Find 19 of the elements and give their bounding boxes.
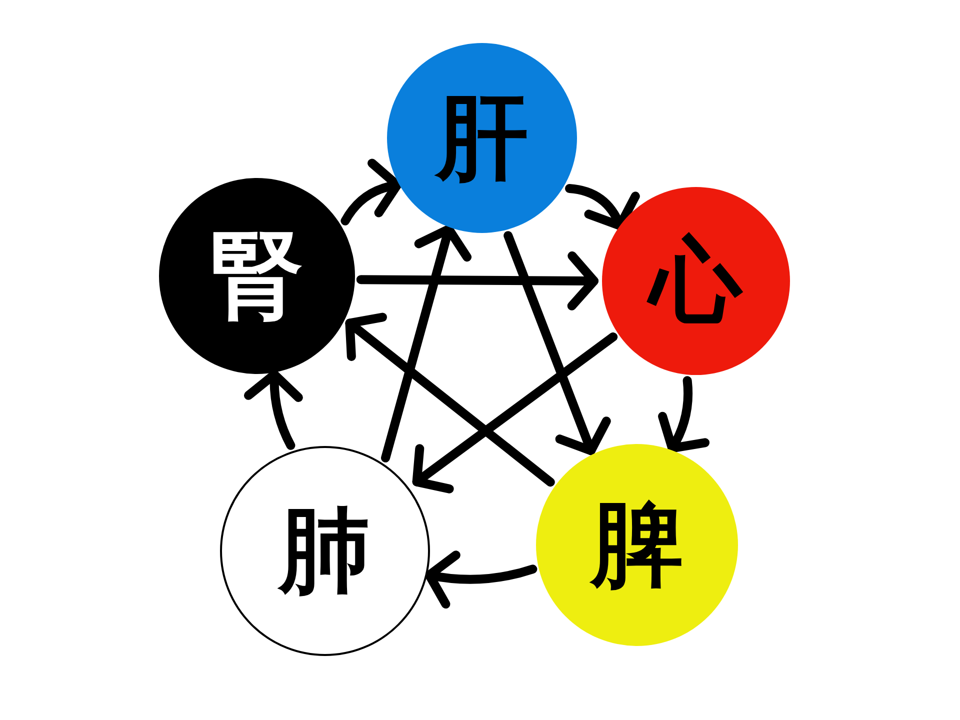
circle-node bbox=[387, 43, 577, 233]
node-label: 脾 bbox=[591, 499, 683, 591]
arrow bbox=[657, 376, 710, 453]
arrow bbox=[340, 160, 402, 226]
arrow bbox=[412, 332, 618, 494]
arrow bbox=[424, 550, 538, 608]
circle-node bbox=[220, 446, 430, 656]
circle-node bbox=[602, 187, 790, 375]
circle-node bbox=[536, 444, 738, 646]
arrow bbox=[244, 370, 304, 450]
arrow bbox=[356, 251, 598, 310]
node-label: 肝 bbox=[436, 92, 528, 184]
arrow bbox=[381, 224, 472, 462]
node-label: 腎 bbox=[211, 230, 303, 322]
circle-node bbox=[159, 178, 355, 374]
arrow bbox=[345, 312, 555, 487]
arrow bbox=[504, 231, 611, 456]
arrow bbox=[565, 184, 639, 230]
node-label: 肺 bbox=[279, 505, 371, 597]
